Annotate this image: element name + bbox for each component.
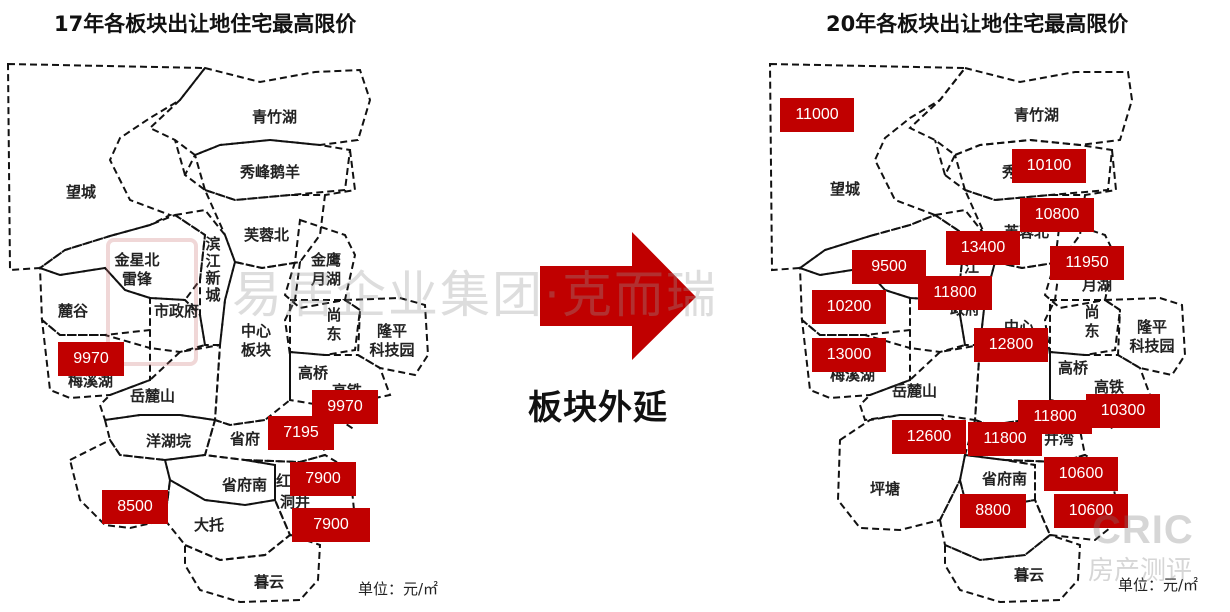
price-badge: 10600 [1044,457,1118,491]
watermark: 易居企业集团·克而瑞 [232,266,718,324]
label-furongbei: 芙蓉北 [244,226,290,244]
price-badge: 10300 [1086,394,1160,428]
label-jingwan: 井湾 [1044,430,1075,448]
label-jinxing: 金星北 雷锋 [114,251,160,288]
label-zhongxin: 中心 板块 [240,322,271,359]
right-map: 青竹湖 秀 望城 芙蓉北 江 月湖 尚 东 隆平 科技园 政府 中心 梅溪湖 高… [760,0,1230,612]
right-map-outline [768,62,1187,604]
left-map-outline [6,62,430,604]
label-shengfunan: 省府南 [222,476,268,494]
label-binjiang: 滨江新城 [205,235,221,304]
label-pingtang: 坪塘 [870,480,901,498]
extension-arrow [540,232,696,360]
label-wangcheng: 望城 [830,180,861,198]
price-badge: 12600 [892,420,966,454]
label-gaoqiao: 高桥 [298,364,329,382]
label-muyun: 暮云 [254,573,285,591]
label-longping: 隆平 科技园 [369,322,415,359]
price-badge: 11800 [918,276,992,310]
label-hongxing: 红 [276,472,292,490]
label-jinying: 月湖 [1082,276,1113,294]
price-badge: 7900 [290,462,356,496]
price-badge: 10600 [1054,494,1128,528]
price-badge: 12800 [974,328,1048,362]
unit-label-right: 单位：元/㎡ [1118,576,1199,594]
price-badge: 9500 [852,250,926,284]
label-gaotie: 高铁 [1094,378,1125,396]
price-badge: 10100 [1012,149,1086,183]
price-badge: 7900 [292,508,370,542]
label-qingzhuhu: 青竹湖 [252,108,298,126]
arrow-label: 板块外延 [528,388,668,428]
label-shengfu: 省府 [230,430,261,448]
label-yuelushan: 岳麓山 [892,382,938,400]
label-xiufeng: 秀峰鹅羊 [240,163,301,181]
cric-watermark: CRIC [1092,508,1194,552]
label-longping: 隆平 科技园 [1129,318,1175,355]
watermark-seal [106,238,198,366]
right-map-title: 20年各板块出让地住宅最高限价 [826,12,1129,36]
label-shizhengfu: 市政府 [154,302,200,320]
unit-label-left: 单位：元/㎡ [358,580,439,598]
price-badge: 13400 [946,231,1020,265]
label-lugu: 麓谷 [58,302,89,320]
label-meixihu: 梅溪湖 [68,372,114,390]
label-gaoqiao: 高桥 [1058,359,1089,377]
price-badge: 11800 [968,422,1042,456]
label-shengfunan: 省府南 [982,470,1028,488]
label-jinying: 金鹰 月湖 [310,251,341,288]
price-badge: 13000 [812,338,886,372]
price-badge: 10800 [1020,198,1094,232]
label-dongjing: 洞井 [280,493,311,511]
label-yanghu: 洋湖垸 [146,432,192,450]
price-badge: 10200 [812,290,886,324]
cric-watermark-sub: 房产测评 [1088,556,1193,586]
label-wangcheng: 望城 [66,183,97,201]
label-qingzhuhu: 青竹湖 [1014,106,1060,124]
price-badge: 9970 [58,342,124,376]
price-badge: 7195 [268,416,334,450]
left-map-title: 17年各板块出让地住宅最高限价 [54,12,357,36]
price-badge: 8800 [960,494,1026,528]
left-map: 青竹湖 秀峰鹅羊 望城 芙蓉北 金星北 雷锋 滨江新城 金鹰 月湖 麓谷 市政府… [0,0,470,612]
label-datuo: 大托 [194,516,225,534]
price-badge: 11000 [780,98,854,132]
price-badge: 11950 [1050,246,1124,280]
label-muyun: 暮云 [1014,566,1045,584]
label-yuelushan: 岳麓山 [130,387,176,405]
label-shangdong: 尚 东 [1084,303,1100,340]
label-shangdong: 尚 东 [326,306,342,343]
price-badge: 8500 [102,490,168,524]
